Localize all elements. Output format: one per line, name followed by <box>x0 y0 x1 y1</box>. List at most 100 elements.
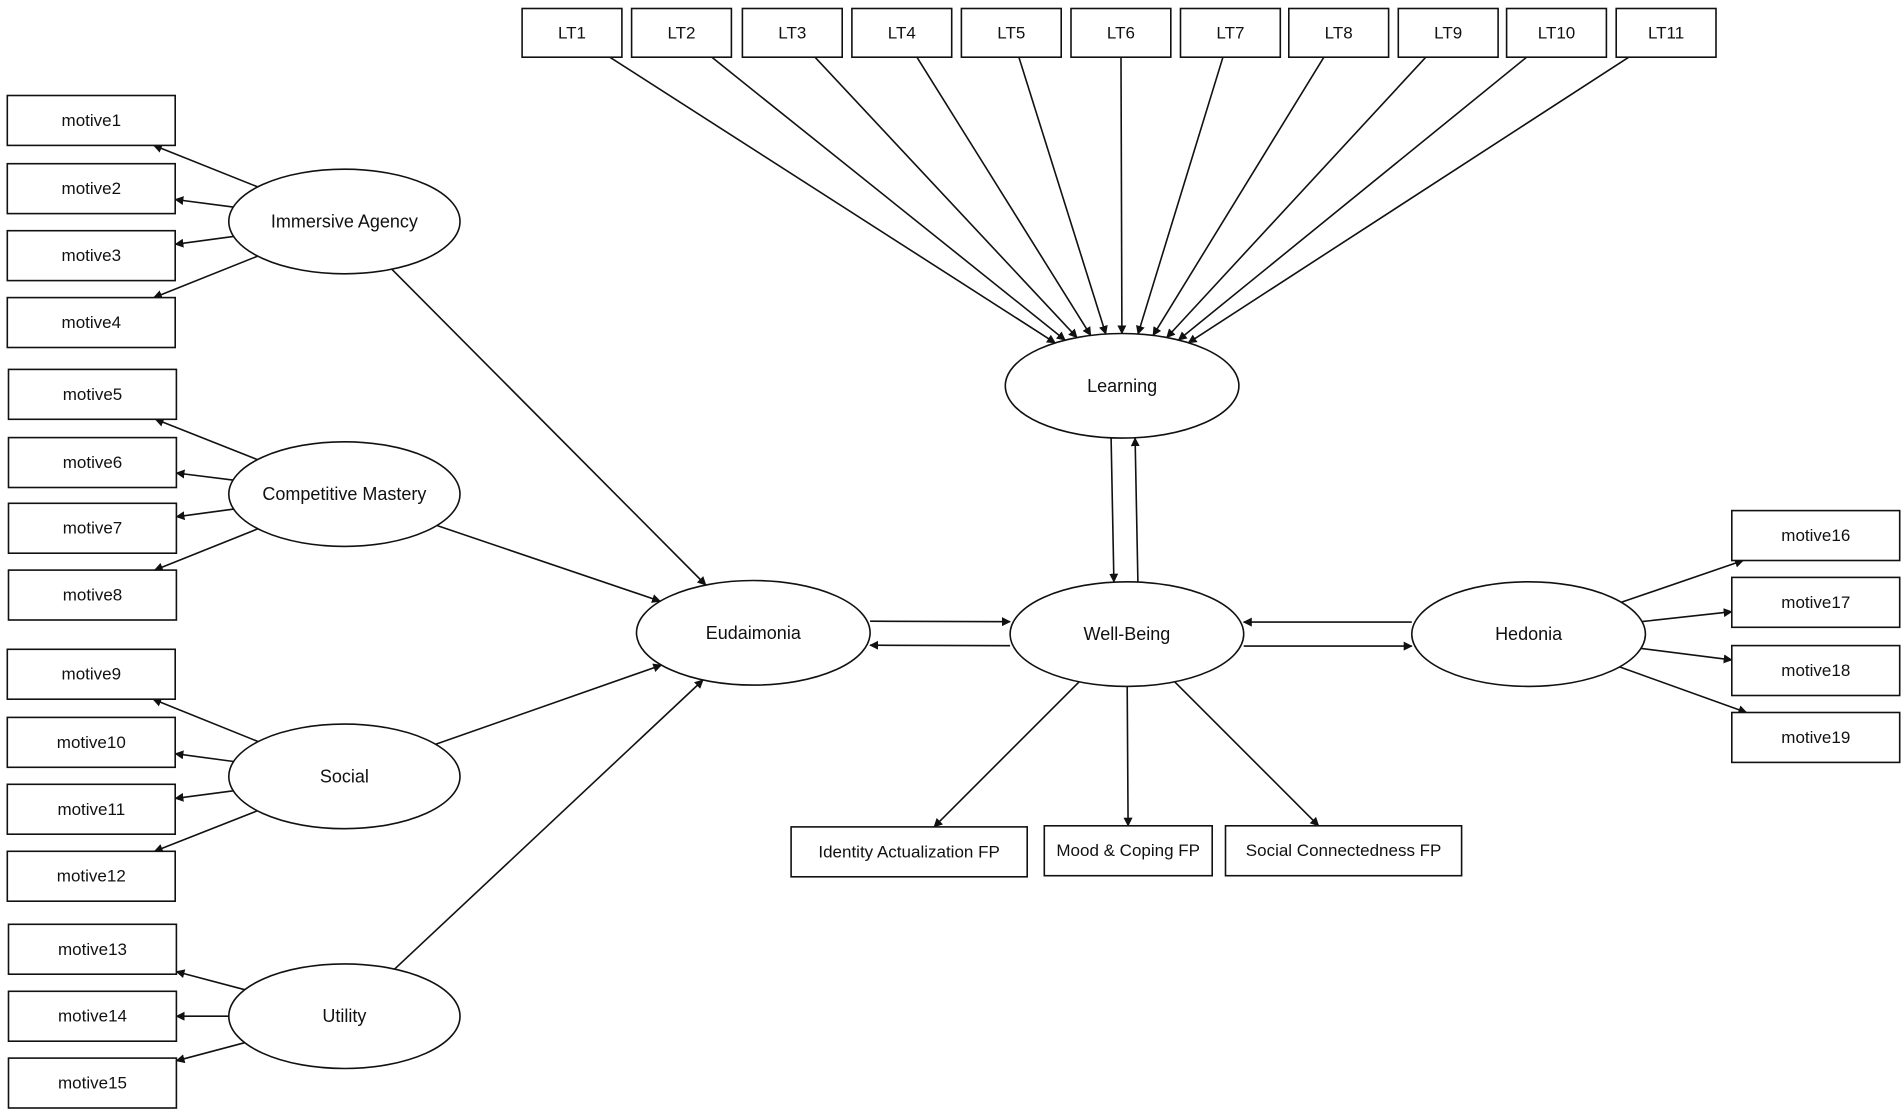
edge-well-being-to-learning <box>1130 437 1140 582</box>
indicator-box <box>6 296 176 349</box>
indicator-box <box>1224 824 1463 877</box>
edge-competitive-mastery-to-motive7 <box>175 508 234 521</box>
indicator-mood-fp: Mood & Coping FP <box>1043 824 1214 877</box>
edge-well-being-to-social-fp <box>1174 681 1320 827</box>
edge-hedonia-to-motive16 <box>1621 558 1744 604</box>
indicator-motive14: motive14 <box>7 990 178 1042</box>
edge-lt7-to-learning <box>1136 57 1224 335</box>
edge-immersive-agency-to-motive3 <box>174 235 234 248</box>
indicator-box <box>6 162 176 215</box>
indicator-lt2: LT2 <box>630 7 733 59</box>
edge-well-being-to-eudaimonia <box>869 640 1011 650</box>
edge-lt5-to-learning <box>1018 57 1108 335</box>
motive13-label: motive13 <box>58 940 127 959</box>
indicator-box <box>741 7 844 59</box>
motive19-label: motive19 <box>1781 728 1850 747</box>
indicator-lt11: LT11 <box>1615 7 1717 59</box>
edge-immersive-agency-to-motive4 <box>152 255 258 299</box>
motive6-label: motive6 <box>63 453 123 472</box>
latent-ellipse <box>635 579 871 686</box>
indicator-box <box>1505 7 1608 59</box>
indicator-box <box>1043 824 1214 877</box>
indicator-box <box>7 569 178 621</box>
indicator-box <box>6 783 176 835</box>
well-being-label: Well-Being <box>1084 624 1171 644</box>
motive3-label: motive3 <box>62 246 122 265</box>
lt6-label: LT6 <box>1107 23 1135 42</box>
indicator-box <box>790 826 1028 878</box>
indicator-motive5: motive5 <box>7 368 178 421</box>
edges-layer <box>152 56 1748 1064</box>
latent-eudaimonia: Eudaimonia <box>635 579 871 686</box>
indicator-motive3: motive3 <box>6 229 176 282</box>
edge-competitive-mastery-to-motive6 <box>175 469 234 481</box>
latent-learning: Learning <box>1004 332 1240 439</box>
edge-lt6-to-learning <box>1117 57 1127 335</box>
latent-ellipse <box>227 963 461 1070</box>
indicator-box <box>960 7 1063 59</box>
indicator-motive17: motive17 <box>1731 576 1901 629</box>
indicator-box <box>851 7 953 59</box>
edge-hedonia-to-motive17 <box>1641 608 1733 623</box>
edge-lt1-to-learning <box>609 56 1056 344</box>
motive11-label: motive11 <box>57 800 125 819</box>
latent-hedonia: Hedonia <box>1410 580 1647 688</box>
indicator-lt10: LT10 <box>1505 7 1608 59</box>
indicator-box <box>1615 7 1717 59</box>
latent-ellipse <box>227 168 461 275</box>
indicator-lt7: LT7 <box>1179 7 1282 59</box>
latent-competitive-mastery: Competitive Mastery <box>227 441 461 548</box>
motive8-label: motive8 <box>63 586 123 605</box>
edge-lt4-to-learning <box>916 56 1092 337</box>
indicator-box <box>6 648 176 700</box>
indicator-box <box>7 1057 178 1109</box>
lt3-label: LT3 <box>778 23 806 42</box>
lt1-label: LT1 <box>558 23 586 42</box>
indicator-motive2: motive2 <box>6 162 176 215</box>
indicator-box <box>7 436 178 489</box>
social-label: Social <box>320 766 369 786</box>
edge-immersive-agency-to-eudaimonia <box>391 268 707 586</box>
indicator-box <box>1179 7 1282 59</box>
indicator-social-fp: Social Connectedness FP <box>1224 824 1463 877</box>
lt4-label: LT4 <box>888 23 916 42</box>
indicator-motive11: motive11 <box>6 783 176 835</box>
indicator-lt4: LT4 <box>851 7 953 59</box>
indicator-box <box>7 990 178 1042</box>
edge-competitive-mastery-to-eudaimonia <box>436 524 662 603</box>
edge-learning-to-well-being <box>1109 438 1119 583</box>
latent-ellipse <box>227 441 461 548</box>
mood-fp-label: Mood & Coping FP <box>1056 841 1200 860</box>
indicator-box <box>6 229 176 282</box>
motive15-label: motive15 <box>58 1074 127 1093</box>
indicator-box <box>1731 644 1901 697</box>
edge-competitive-mastery-to-motive5 <box>154 418 258 461</box>
edge-lt2-to-learning <box>711 56 1066 341</box>
indicator-motive18: motive18 <box>1731 644 1901 697</box>
edge-lt10-to-learning <box>1177 56 1528 341</box>
indicator-motive4: motive4 <box>6 296 176 349</box>
edge-utility-to-eudaimonia <box>394 679 704 970</box>
edge-immersive-agency-to-motive2 <box>174 196 234 208</box>
edge-utility-to-motive13 <box>175 969 245 991</box>
lt10-label: LT10 <box>1538 23 1576 42</box>
edge-lt3-to-learning <box>814 56 1078 339</box>
edge-lt8-to-learning <box>1152 56 1325 337</box>
latent-ellipse <box>227 723 461 830</box>
edge-well-being-to-mood-fp <box>1123 686 1133 827</box>
edge-social-to-motive10 <box>174 750 234 763</box>
indicator-box <box>521 7 623 59</box>
motive9-label: motive9 <box>62 665 122 684</box>
motive4-label: motive4 <box>62 313 122 332</box>
latent-immersive-agency: Immersive Agency <box>227 168 461 275</box>
hedonia-label: Hedonia <box>1495 624 1563 644</box>
indicator-motive12: motive12 <box>6 850 176 902</box>
eudaimonia-label: Eudaimonia <box>706 623 802 643</box>
lt7-label: LT7 <box>1216 23 1244 42</box>
edge-lt9-to-learning <box>1166 56 1427 339</box>
indicator-lt6: LT6 <box>1070 7 1172 59</box>
indicator-box <box>1288 7 1390 59</box>
indicator-box <box>1731 576 1901 629</box>
utility-label: Utility <box>322 1006 366 1026</box>
